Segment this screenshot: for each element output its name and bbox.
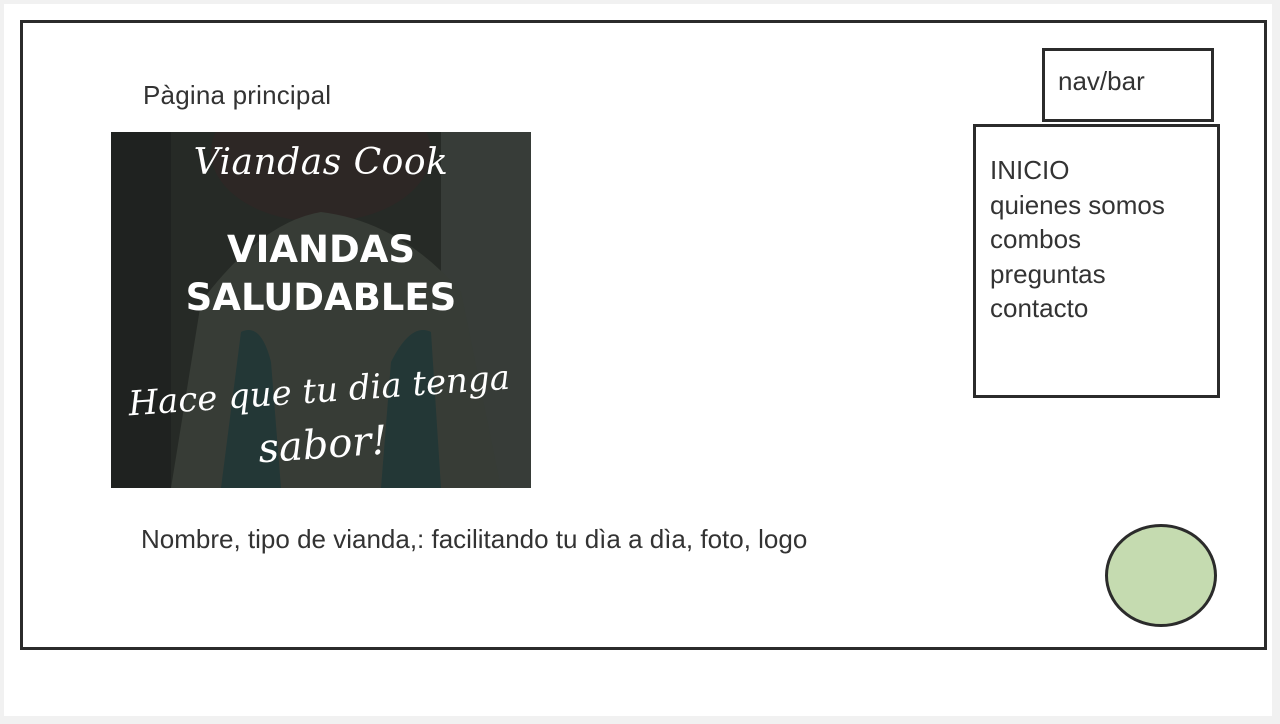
nav-item-combos[interactable]: combos (990, 224, 1082, 254)
hero-photo-background (111, 132, 531, 488)
hero-headline: VIANDAS SALUDABLES (111, 226, 531, 322)
nav-item-preguntas[interactable]: preguntas (990, 258, 1106, 289)
wireframe-sheet: Pàgina principal Viandas Cook VIANDAS SA… (4, 4, 1272, 716)
page-title: Pàgina principal (143, 80, 332, 110)
nav-label-box: nav/bar (1042, 48, 1214, 122)
nav-menu: INICIO quienes somos combos preguntas co… (973, 124, 1220, 398)
hero-headline-line2: SALUDABLES (185, 276, 457, 319)
nav-item-quienes-somos[interactable]: quienes somos (990, 189, 1165, 220)
hero-headline-line1: VIANDAS (227, 228, 415, 271)
nav-item-contacto[interactable]: contacto (990, 293, 1089, 323)
nav-list: INICIO quienes somos combos preguntas co… (990, 153, 1165, 326)
nav-item-inicio[interactable]: INICIO (990, 155, 1070, 185)
hero-image: Viandas Cook VIANDAS SALUDABLES Hace que… (111, 132, 531, 488)
hero-brand: Viandas Cook (193, 142, 449, 183)
logo-placeholder-icon (1105, 524, 1217, 627)
nav-label: nav/bar (1058, 66, 1145, 96)
hero-caption: Nombre, tipo de vianda,: facilitando tu … (141, 524, 808, 554)
